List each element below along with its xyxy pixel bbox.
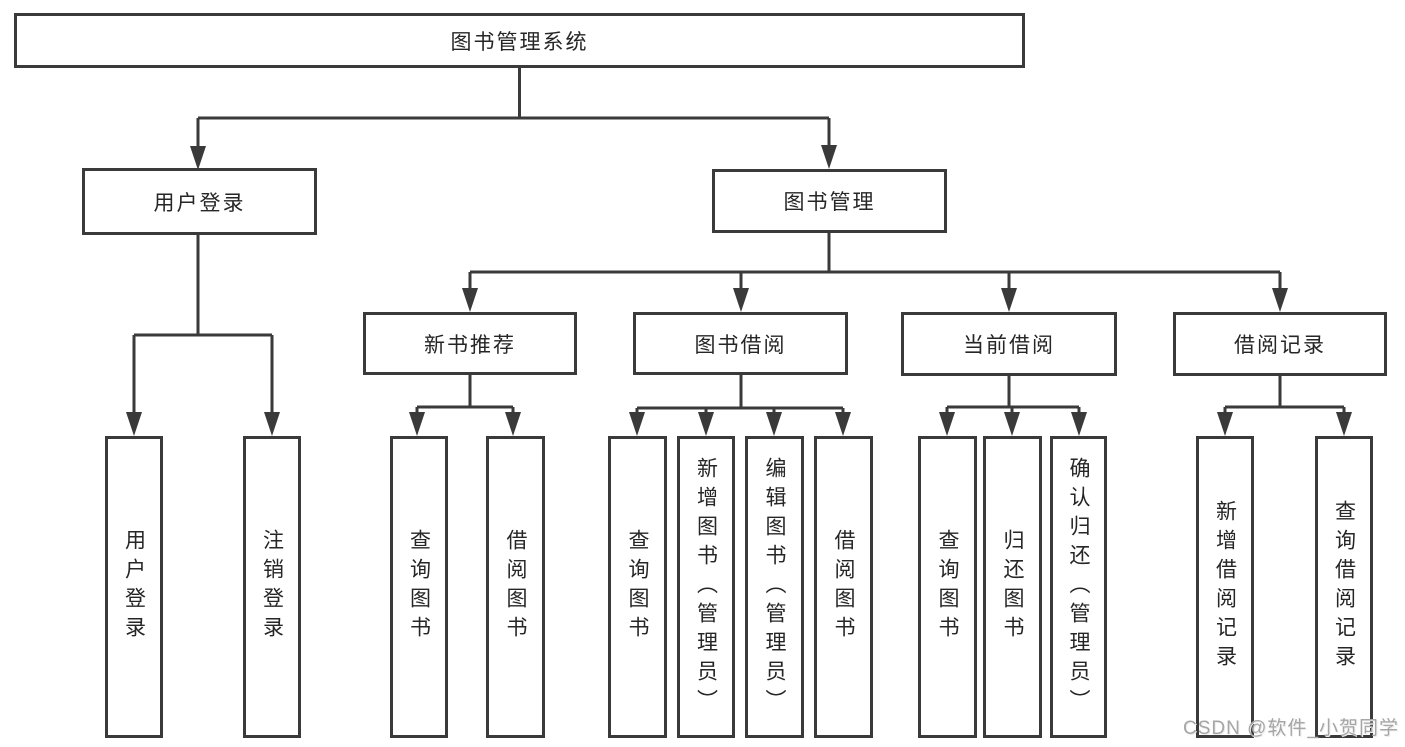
connector-new-book bbox=[415, 375, 515, 420]
connector-book-management bbox=[468, 233, 1282, 292]
node-borrow-records: 借阅记录 bbox=[1173, 312, 1387, 376]
arrow-icon bbox=[629, 412, 645, 436]
node-root-label: 图书管理系统 bbox=[450, 30, 589, 54]
leaf-query-book-3-label: 查询图书 bbox=[936, 529, 959, 645]
leaf-borrow-book-1: 借阅图书 bbox=[486, 436, 545, 738]
node-current-borrow: 当前借阅 bbox=[901, 312, 1117, 376]
leaf-add-book-admin: 新增图书（管理员） bbox=[677, 436, 735, 738]
leaf-return-book-label: 归还图书 bbox=[1001, 529, 1024, 645]
node-book-borrow: 图书借阅 bbox=[633, 312, 848, 375]
connector-shafts bbox=[132, 68, 1346, 420]
leaf-return-book: 归还图书 bbox=[983, 436, 1042, 738]
leaf-user-login: 用户登录 bbox=[105, 436, 163, 738]
leaf-borrow-book-2-label: 借阅图书 bbox=[832, 529, 855, 645]
leaf-confirm-return-admin: 确认归还（管理员） bbox=[1050, 436, 1107, 738]
leaf-user-login-label: 用户登录 bbox=[122, 529, 146, 645]
leaf-logout-label: 注销登录 bbox=[260, 529, 284, 645]
leaf-borrow-book-2: 借阅图书 bbox=[814, 436, 873, 738]
arrow-icon bbox=[1272, 288, 1288, 312]
node-user-login-label: 用户登录 bbox=[153, 191, 246, 215]
leaf-edit-book-admin-label: 编辑图书（管理员） bbox=[763, 456, 786, 718]
arrow-icon bbox=[190, 146, 206, 170]
arrow-icon bbox=[409, 412, 425, 436]
leaf-borrow-book-1-label: 借阅图书 bbox=[504, 529, 527, 645]
arrow-icon bbox=[462, 288, 478, 312]
arrow-icon bbox=[505, 412, 521, 436]
connector-user-login bbox=[132, 235, 274, 416]
leaf-logout: 注销登录 bbox=[243, 436, 301, 738]
node-book-borrow-label: 图书借阅 bbox=[694, 333, 787, 357]
arrow-icon bbox=[766, 412, 782, 436]
node-new-book-recommend-label: 新书推荐 bbox=[424, 333, 516, 357]
leaf-add-borrow-record-label: 新增借阅记录 bbox=[1213, 500, 1237, 674]
node-new-book-recommend: 新书推荐 bbox=[363, 312, 577, 375]
arrow-icon bbox=[821, 145, 837, 169]
leaf-query-book-1: 查询图书 bbox=[390, 436, 448, 738]
arrow-icon bbox=[1071, 412, 1087, 436]
arrow-icon bbox=[126, 412, 142, 436]
connector-arrowheads bbox=[126, 145, 1352, 436]
node-book-management: 图书管理 bbox=[712, 169, 947, 233]
arrow-icon bbox=[698, 412, 714, 436]
connector-root bbox=[196, 68, 831, 150]
leaf-confirm-return-admin-label: 确认归还（管理员） bbox=[1067, 456, 1090, 718]
leaf-query-borrow-record-label: 查询借阅记录 bbox=[1332, 500, 1356, 674]
arrow-icon bbox=[939, 412, 955, 436]
node-user-login: 用户登录 bbox=[82, 168, 317, 235]
node-book-management-label: 图书管理 bbox=[783, 191, 876, 214]
leaf-edit-book-admin: 编辑图书（管理员） bbox=[745, 436, 804, 738]
arrow-icon bbox=[1336, 412, 1352, 436]
leaf-query-borrow-record: 查询借阅记录 bbox=[1315, 436, 1373, 738]
connector-borrow-records bbox=[1223, 376, 1346, 420]
arrow-icon bbox=[264, 412, 280, 436]
csdn-watermark: CSDN @软件_小贺同学 bbox=[1183, 718, 1399, 739]
node-borrow-records-label: 借阅记录 bbox=[1234, 334, 1326, 357]
node-current-borrow-label: 当前借阅 bbox=[963, 334, 1055, 357]
leaf-query-book-3: 查询图书 bbox=[918, 436, 977, 738]
leaf-add-book-admin-label: 新增图书（管理员） bbox=[694, 456, 718, 718]
arrow-icon bbox=[835, 412, 851, 436]
arrow-icon bbox=[1001, 288, 1017, 312]
leaf-query-book-2: 查询图书 bbox=[608, 436, 667, 738]
arrow-icon bbox=[1004, 412, 1020, 436]
leaf-query-book-2-label: 查询图书 bbox=[626, 529, 649, 645]
leaf-query-book-1-label: 查询图书 bbox=[407, 529, 431, 645]
node-root: 图书管理系统 bbox=[14, 13, 1025, 68]
leaf-add-borrow-record: 新增借阅记录 bbox=[1196, 436, 1254, 738]
arrow-icon bbox=[1217, 412, 1233, 436]
connector-book-borrow bbox=[635, 375, 845, 420]
arrow-icon bbox=[733, 288, 749, 312]
